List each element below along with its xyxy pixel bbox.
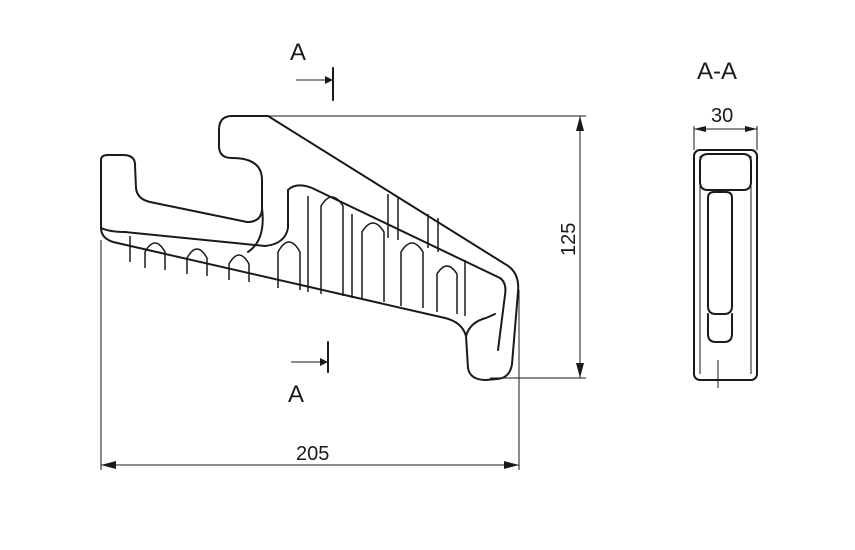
rib-slot	[436, 265, 458, 314]
rail-lip	[465, 313, 496, 337]
section-view-title: A-A	[697, 58, 737, 85]
lower-web-edge	[100, 189, 289, 247]
rib-slot	[186, 248, 208, 276]
rib-slot	[228, 254, 250, 282]
bracket-outline	[100, 115, 520, 381]
rib-slots	[144, 196, 458, 314]
section-groove	[707, 313, 733, 343]
section-marker-bottom: A	[288, 341, 329, 408]
section-width-value: 30	[711, 105, 733, 127]
dimension-length: 205	[100, 240, 520, 470]
section-view-aa: A-A 30	[693, 58, 758, 388]
arrow-head	[320, 358, 328, 366]
section-letter-bottom: A	[288, 381, 304, 408]
section-body	[693, 149, 758, 381]
rib-slot	[144, 242, 166, 270]
section-head-hatched	[699, 153, 752, 191]
rib-slot	[277, 241, 301, 290]
dimension-length-value: 205	[296, 443, 329, 465]
rib-slot	[361, 222, 385, 302]
dimension-height: 125	[268, 115, 586, 379]
bracket-side-view	[100, 115, 520, 381]
rib-slot	[320, 196, 344, 296]
rib-lines	[129, 194, 466, 316]
section-marker-top: A	[290, 39, 334, 101]
top-rail-inner-edge	[287, 184, 507, 351]
section-stem-hatched	[707, 191, 733, 315]
rib-slot	[400, 242, 424, 308]
arrow-head	[325, 76, 333, 84]
dimension-height-value: 125	[558, 223, 580, 256]
section-letter-top: A	[290, 39, 306, 66]
hook-arch	[247, 207, 264, 253]
